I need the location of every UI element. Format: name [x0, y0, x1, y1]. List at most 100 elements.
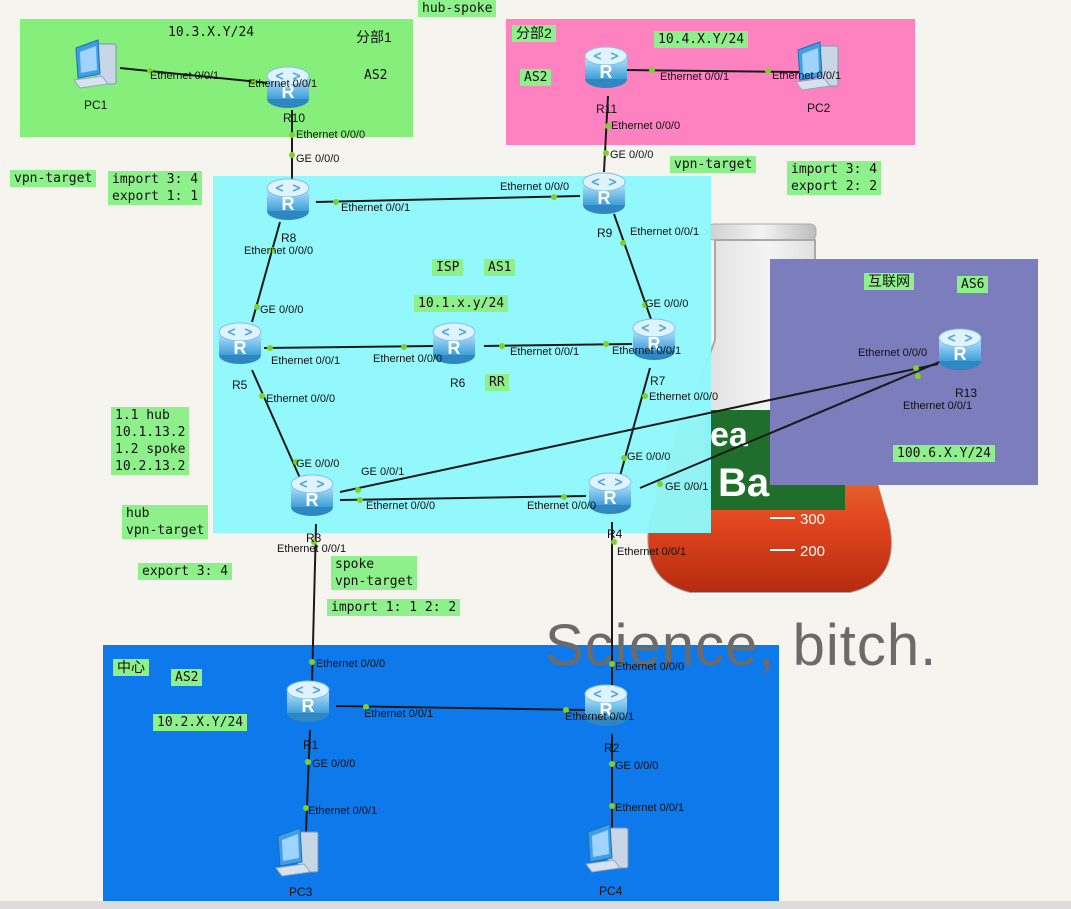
device-name-r2: R2 [604, 741, 620, 755]
port-label: Ethernet 0/0/1 [903, 400, 973, 412]
link-r5-r3 [251, 369, 301, 479]
port-dot [620, 240, 626, 246]
port-dot [311, 539, 317, 545]
port-dot [254, 304, 260, 310]
port-label: Ethernet 0/0/1 [248, 78, 318, 90]
branch1-as: AS2 [364, 68, 388, 83]
port-dot [642, 393, 648, 399]
hub-export: export 3: 4 [138, 563, 233, 580]
port-label: Ethernet 0/0/1 [364, 708, 434, 720]
port-label: Ethernet 0/0/1 [612, 345, 682, 357]
port-dot [355, 487, 361, 493]
port-dot [363, 704, 369, 710]
internet-title: 互联网 [864, 273, 914, 290]
port-label: Ethernet 0/0/0 [366, 500, 436, 512]
port-dot [603, 150, 609, 156]
isp-subnet: 10.1.x.y/24 [414, 295, 509, 312]
beaker-tick-300-label: 300 [800, 511, 825, 528]
center-as: AS2 [171, 669, 203, 686]
port-label: Ethernet 0/0/1 [630, 226, 700, 238]
device-name-r3: R3 [306, 531, 322, 545]
link-r3-r13 [339, 363, 939, 493]
router-icon-r8: R [266, 176, 310, 227]
r8-route-targets: import 3: 4 export 1: 1 [108, 171, 203, 205]
port-dot [269, 247, 275, 253]
rr-label: RR [485, 374, 509, 391]
port-label: Ethernet 0/0/1 [660, 71, 730, 83]
svg-text:R: R [648, 334, 661, 354]
r9-vpn-target: vpn-target [670, 156, 757, 173]
port-dot [611, 539, 617, 545]
zone-center [103, 645, 779, 903]
device-name-r4: R4 [607, 527, 623, 541]
port-label: Ethernet 0/0/0 [649, 391, 719, 403]
link-r1-r2 [335, 705, 589, 711]
port-dot [401, 344, 407, 350]
svg-text:R: R [302, 696, 315, 716]
port-dot [303, 805, 309, 811]
link-r4-r13 [639, 359, 945, 489]
port-label: GE 0/0/0 [296, 153, 340, 165]
port-label: GE 0/0/1 [361, 466, 405, 478]
svg-text:R: R [954, 344, 967, 364]
port-dot [551, 194, 557, 200]
hub-spoke-title: hub-spoke [418, 0, 497, 17]
port-dot [293, 459, 299, 465]
svg-text:R: R [598, 188, 611, 208]
device-name-r11: R11 [596, 102, 618, 116]
port-label: Ethernet 0/0/0 [611, 120, 681, 132]
svg-text:R: R [282, 82, 295, 102]
link-r3-r4 [339, 495, 587, 501]
port-dot [267, 345, 273, 351]
port-label: Ethernet 0/0/1 [565, 711, 635, 723]
router-icon-r4: R [588, 470, 632, 521]
svg-text:R: R [306, 490, 319, 510]
router-icon-r7: R [632, 316, 676, 367]
svg-text:R: R [234, 338, 247, 358]
branch2-title: 分部2 [512, 25, 556, 42]
port-label: Ethernet 0/0/1 [510, 346, 580, 358]
svg-text:R: R [282, 194, 295, 214]
branch1-subnet: 10.3.X.Y/24 [168, 25, 255, 40]
port-label: GE 0/0/0 [615, 760, 659, 772]
port-dot [649, 67, 655, 73]
router-icon-r9: R [582, 170, 626, 221]
port-dot [609, 803, 615, 809]
port-dot [561, 494, 567, 500]
router-icon-r1: R [286, 678, 330, 729]
link-r8-r9 [315, 195, 581, 203]
isp-title: ISP [432, 259, 464, 276]
port-label: Ethernet 0/0/1 [617, 546, 687, 558]
port-dot [563, 707, 569, 713]
port-dot [915, 373, 921, 379]
hub-vpn-target: hub vpn-target [122, 505, 209, 539]
r3-routes: 1.1 hub 10.1.13.2 1.2 spoke 10.2.13.2 [111, 407, 190, 475]
spoke-import: import 1: 1 2: 2 [327, 599, 461, 616]
port-label: Ethernet 0/0/1 [308, 805, 378, 817]
router-icon-r10: R [266, 64, 310, 115]
port-label: Ethernet 0/0/1 [772, 70, 842, 82]
internet-subnet: 100.6.X.Y/24 [893, 445, 995, 462]
port-label: Ethernet 0/0/0 [316, 658, 386, 670]
router-icon-r13: R [938, 326, 982, 377]
pc-icon-pc1 [72, 38, 120, 95]
r8-vpn-target: vpn-target [10, 170, 97, 187]
branch2-subnet: 10.4.X.Y/24 [654, 31, 749, 48]
port-dot [765, 68, 771, 74]
link-r11-r9 [603, 95, 609, 173]
svg-text:R: R [604, 488, 617, 508]
port-label: GE 0/0/0 [296, 458, 340, 470]
beaker-tick-200-label: 200 [800, 543, 825, 560]
pc-icon-pc2 [794, 40, 842, 97]
beaker-text-1: ea [710, 416, 749, 454]
router-icon-r3: R [290, 472, 334, 523]
port-dot [309, 659, 315, 665]
router-icon-r2: R [584, 682, 628, 733]
port-dot [609, 661, 615, 667]
port-label: Ethernet 0/0/0 [373, 353, 443, 365]
router-icon-r11: R [584, 44, 628, 95]
port-dot [289, 132, 295, 138]
port-label: GE 0/0/0 [610, 149, 654, 161]
router-icon-r5: R [218, 320, 262, 371]
